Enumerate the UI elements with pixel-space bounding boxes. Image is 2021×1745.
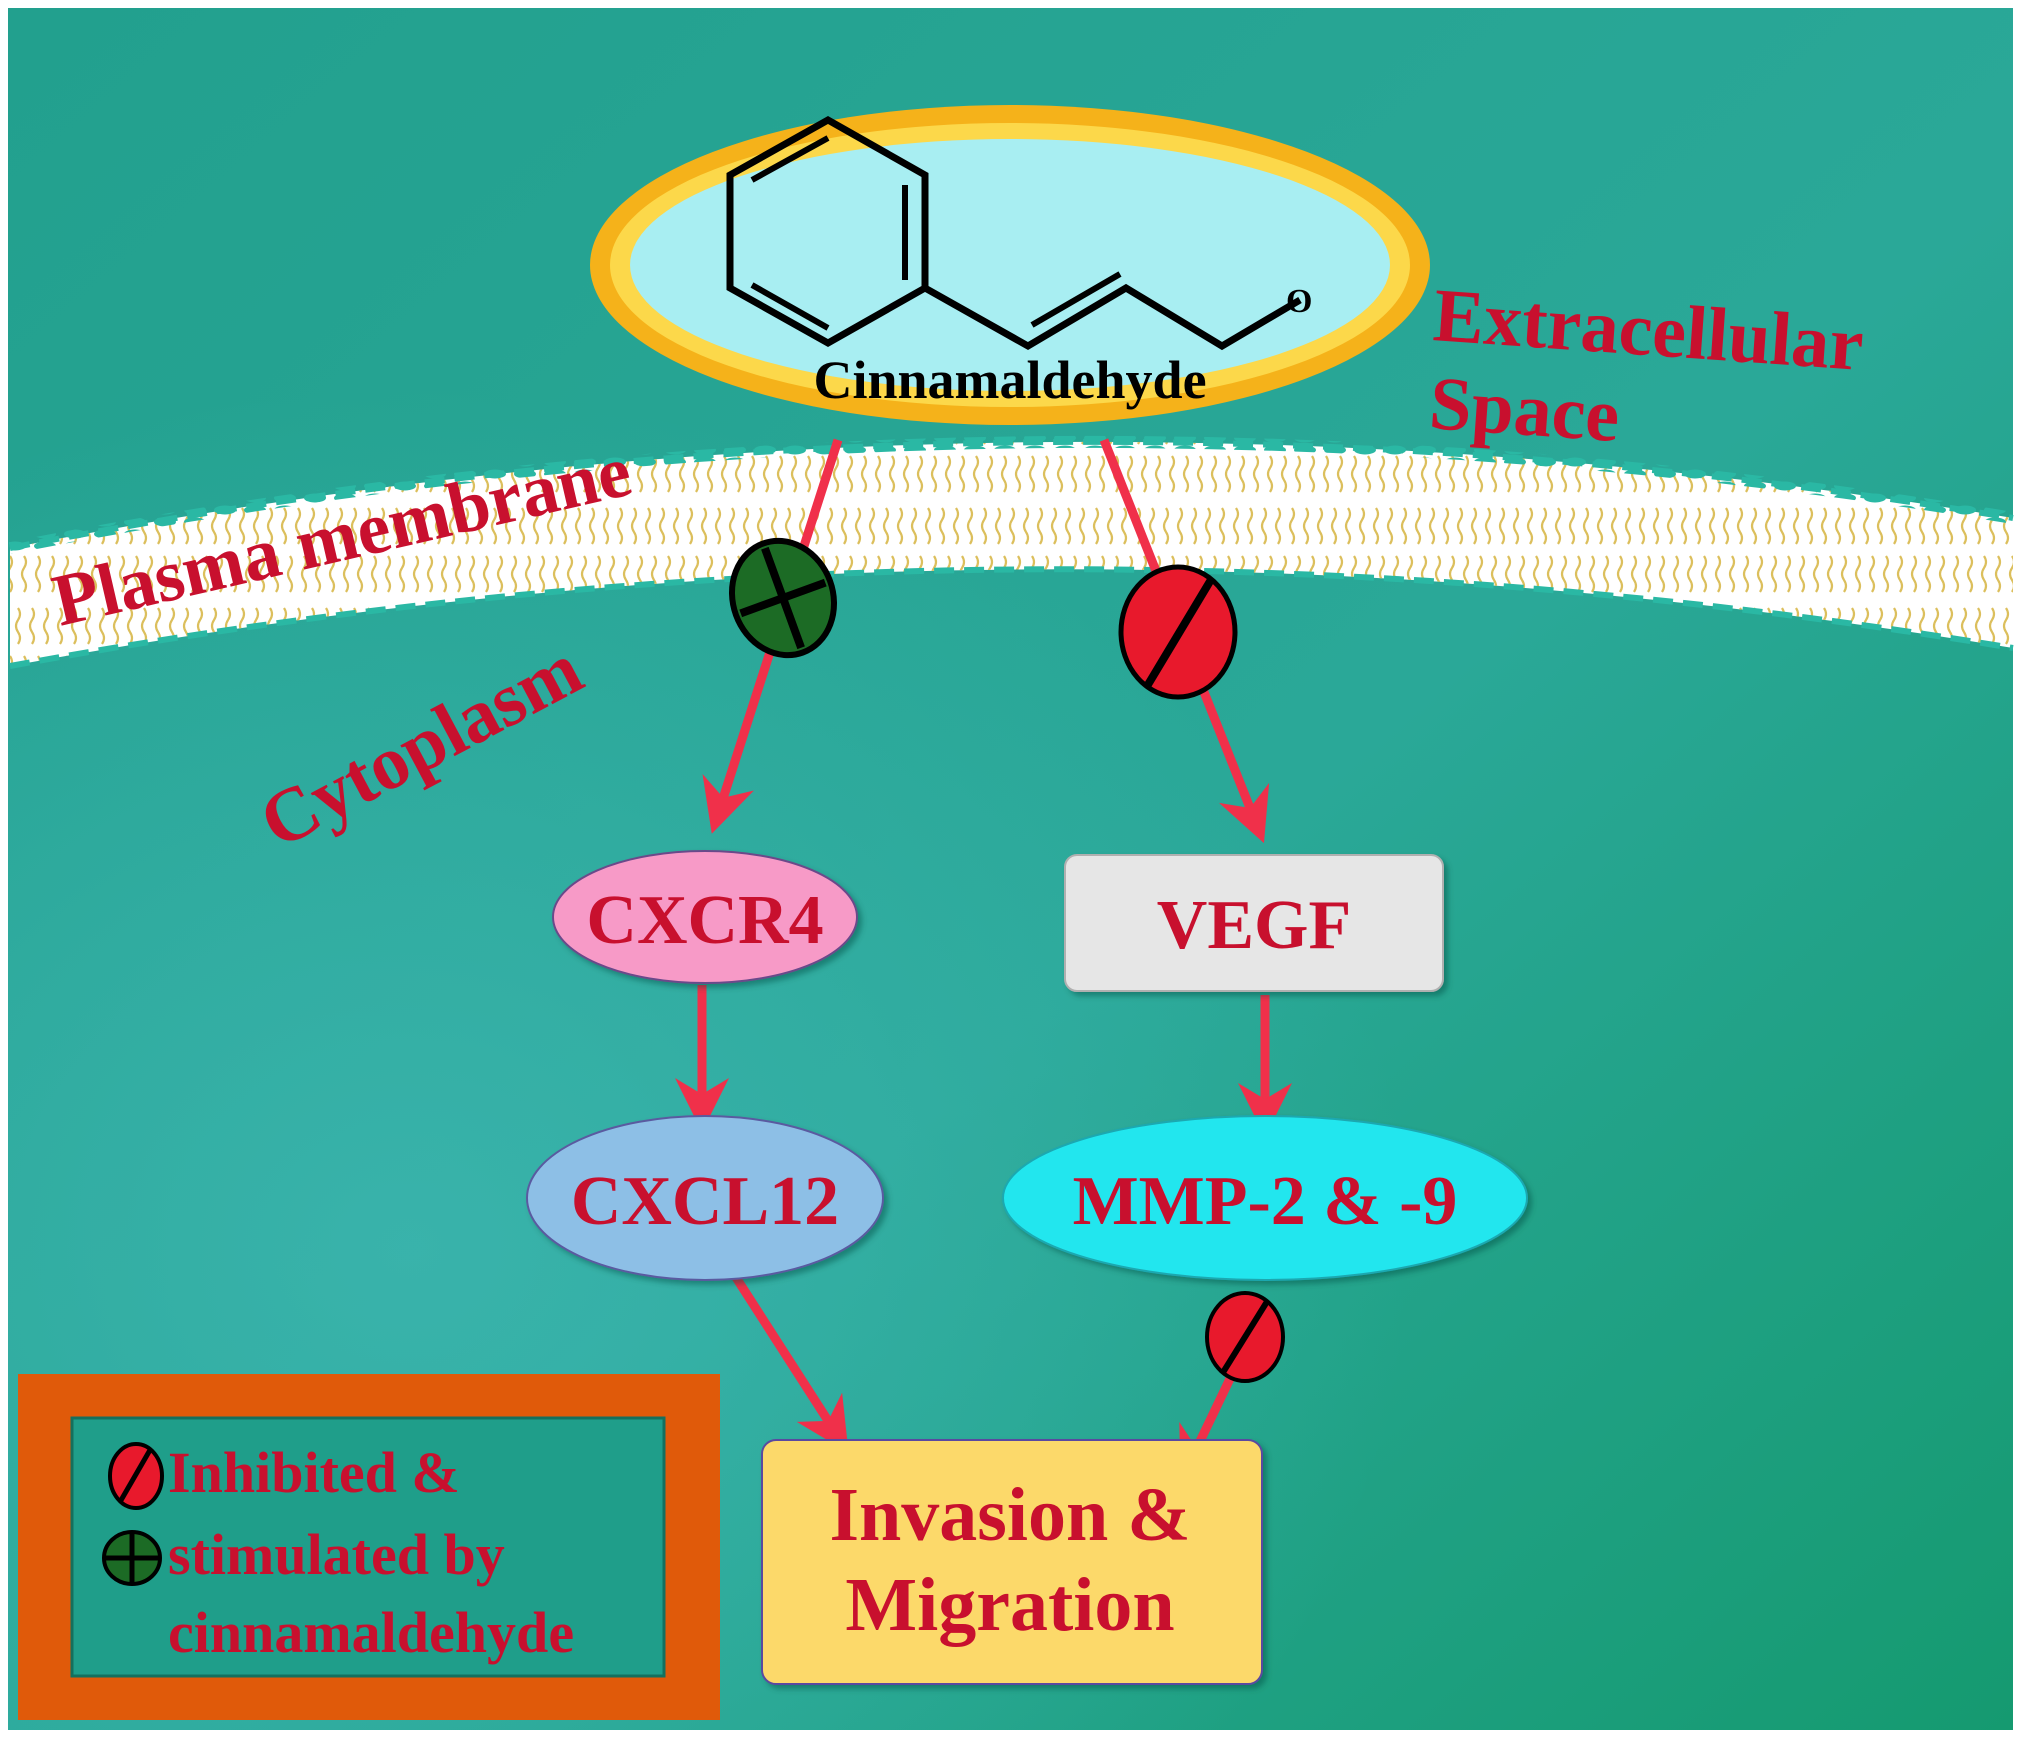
inhibit-icon (108, 1442, 164, 1510)
cxcl12-node (526, 1115, 884, 1281)
space-label: Space (1427, 361, 1622, 458)
cxcr4-label: CXCR4 (586, 882, 823, 959)
legend-line2: stimulated by (168, 1522, 505, 1587)
vegf-node (1064, 854, 1444, 992)
legend: Inhibited & stimulated by cinnamaldehyde (18, 1374, 720, 1720)
outcome-label-line2: Migration (845, 1563, 1174, 1647)
stimulate-icon (728, 537, 838, 659)
inhibit-icon (1118, 564, 1238, 700)
cinnamaldehyde-molecule: O Cinnamaldehyde (590, 105, 1430, 425)
inhibit-icon (1205, 1291, 1285, 1383)
mmp-label: MMP-2 & -9 (1073, 1163, 1458, 1240)
oxygen-label: O (1286, 283, 1312, 320)
vegf-label: VEGF (1157, 887, 1351, 964)
legend-line3: cinnamaldehyde (168, 1600, 574, 1665)
molecule-name: Cinnamaldehyde (813, 350, 1206, 410)
outcome-node (761, 1439, 1263, 1685)
stimulate-icon (102, 1530, 162, 1586)
arrow-cxcl12-to-outcome (724, 1262, 849, 1453)
cxcl12-label: CXCL12 (571, 1163, 839, 1240)
legend-line1: Inhibited & (168, 1440, 460, 1505)
outcome-label-line1: Invasion & (829, 1473, 1190, 1557)
plasma-membrane (8, 435, 2014, 669)
legend-panel (70, 1416, 666, 1678)
cxcr4-node (552, 850, 858, 984)
mmp-node (1002, 1115, 1528, 1281)
